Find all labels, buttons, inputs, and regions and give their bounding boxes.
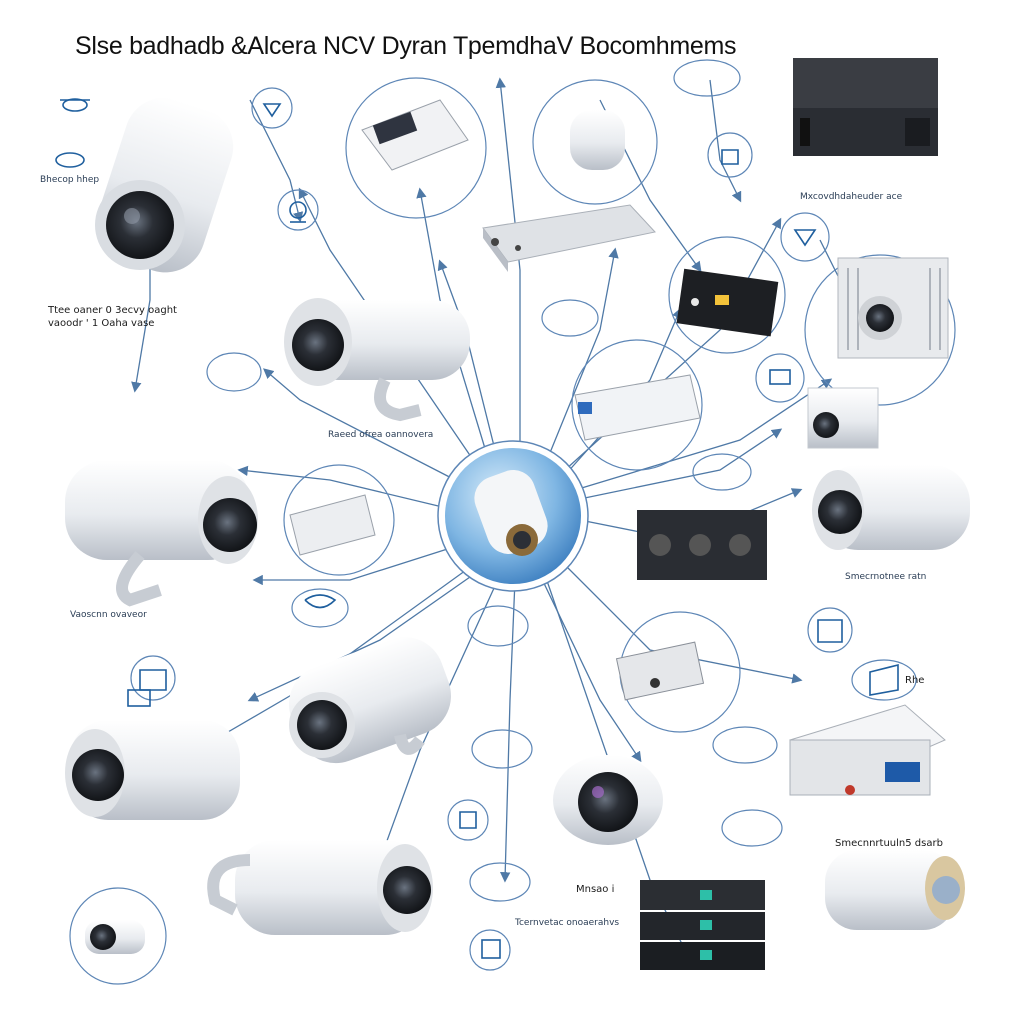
label-bottom-right: Smecnnrtuuln5 dsarb: [835, 838, 943, 849]
camera-icon: [207, 840, 433, 935]
router-icon: [637, 510, 767, 580]
camera-icon: [65, 460, 258, 607]
label-right-top: Mxcovdhdaheuder ace: [800, 192, 903, 202]
camera-icon: [812, 465, 970, 550]
label-left-block-2: vaoodr ' 1 Oaha vase: [48, 318, 155, 329]
camera-icon: [837, 257, 949, 359]
label-right-mid: Smecrnotnee ratn: [845, 572, 927, 582]
camera-icon: [570, 110, 625, 170]
info-bubbles: [69, 59, 956, 985]
server-icon: [640, 880, 765, 970]
router-icon: [676, 268, 779, 337]
label-left-block-1: Ttee oaner 0 3ecvy oaght: [48, 305, 177, 316]
camera-icon: [85, 920, 145, 954]
label-bottom-mid-tag: Mnsao i: [576, 884, 615, 895]
camera-icon: [825, 850, 965, 930]
camera-icon: [288, 636, 452, 764]
router-icon: [574, 374, 701, 441]
central-camera-hub: [437, 440, 589, 592]
router-icon: [361, 99, 469, 171]
router-icon: [615, 641, 705, 701]
gear-icon: [55, 98, 899, 959]
label-top-left: Bhecop hhep: [40, 175, 100, 185]
router-icon: [482, 204, 656, 272]
label-bottom-center: Tcernvetac onoaerahvs: [515, 918, 620, 928]
label-right-bubble-tag: Rhe: [905, 675, 925, 686]
label-mid-caption: Raeed ofrea oannovera: [328, 430, 434, 440]
server-icon: [793, 58, 938, 156]
camera-icon: [65, 720, 240, 820]
router-icon: [789, 704, 946, 796]
label-bottom-left: Vaoscnn ovaveor: [70, 610, 147, 620]
diagram-title: Slse badhadb &Alcera NCV Dyran TpemdhaV …: [75, 32, 737, 60]
camera-icon: [807, 387, 879, 449]
camera-icon: [95, 97, 234, 273]
router-icon: [289, 494, 376, 556]
camera-icon: [553, 755, 663, 845]
camera-icon: [284, 298, 470, 422]
